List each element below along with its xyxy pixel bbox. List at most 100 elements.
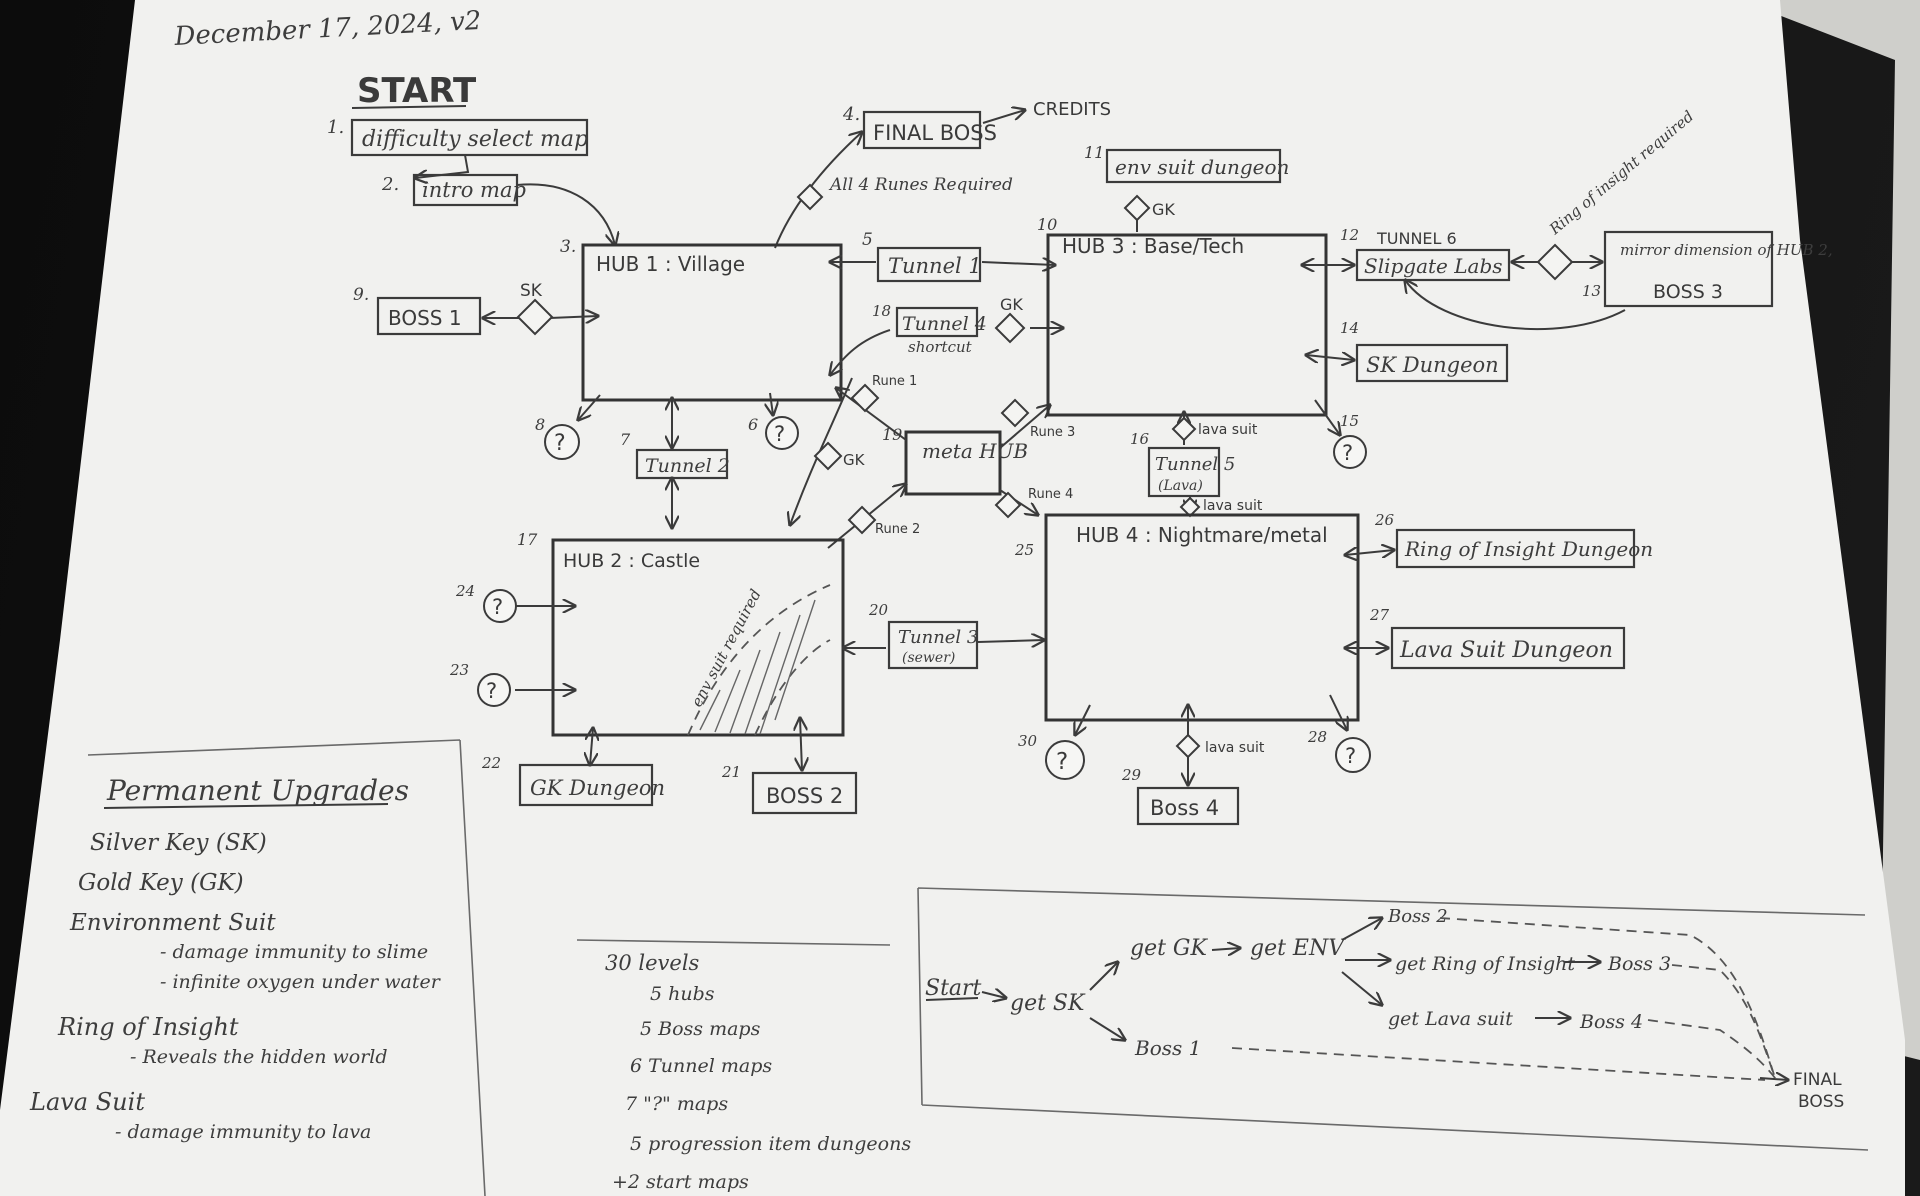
svg-text:HUB 1 : Village: HUB 1 : Village [596,252,745,276]
svg-text:- Reveals the hidden world: - Reveals the hidden world [130,1046,388,1068]
difficulty-select-map: 1. difficulty select map [327,117,588,157]
tunnel-4-label: Tunnel 4 [902,313,987,335]
tunnel3-num: 20 [868,601,889,619]
boss4-num: 29 [1121,766,1142,784]
svg-text:?: ? [1056,749,1068,775]
permanent-upgrades-list: Permanent Upgrades Silver Key (SK) Gold … [29,774,442,1143]
svg-text:10: 10 [1037,215,1057,234]
svg-text:Boss 1: Boss 1 [1134,1036,1201,1060]
svg-text:get Lava suit: get Lava suit [1388,1008,1513,1030]
lava-gate-diamond-top [1171,416,1197,442]
svg-text:25: 25 [1014,541,1034,559]
slipgate-top: TUNNEL 6 [1376,229,1457,248]
boss-1-label: BOSS 1 [388,306,462,330]
svg-text:Silver Key (SK): Silver Key (SK) [90,830,267,856]
tunnel-1-label: Tunnel 1 [888,254,982,278]
tunnel-2-label: Tunnel 2 [645,455,730,477]
lava-suit-dungeon-label: Lava Suit Dungeon [1399,638,1613,663]
slipgate-labs-label: Slipgate Labs [1364,254,1503,278]
secret-6-num: 6 [748,415,758,434]
svg-text:7 "?" maps: 7 "?" maps [625,1093,728,1115]
tunnel-3-map [887,620,979,670]
boss-4-label: Boss 4 [1150,796,1219,820]
sk-dungeon-map [1355,343,1509,383]
secret-15-num: 15 [1340,412,1359,430]
svg-text:Boss 4: Boss 4 [1579,1011,1643,1033]
secret-24-num: 24 [455,582,475,600]
lava-gate-label-boss4: lava suit [1205,740,1265,756]
svg-text:Boss 2: Boss 2 [1387,906,1448,927]
svg-text:+2 start maps: +2 start maps [612,1171,749,1193]
ring-of-insight-dungeon-map [1395,528,1636,569]
rune3-gate-diamond [1000,398,1030,428]
gk-gate-diamond-hub2 [813,441,843,471]
tunnel-3-label: Tunnel 3 [898,627,978,648]
gkdungeon-num: 22 [481,754,501,772]
secret-30-num: 30 [1018,732,1038,750]
lava-gate-diamond-boss4 [1175,733,1201,759]
lava-gate-label-top: lava suit [1198,422,1258,438]
ring-of-insight-dungeon-label: Ring of Insight Dungeon [1404,537,1653,561]
svg-text:FINAL: FINAL [1793,1070,1842,1090]
boss-1-map [376,296,482,336]
tunnel4-num: 18 [872,302,891,320]
secret-23-num: 23 [449,661,469,679]
tunnel-5-sub: (Lava) [1158,478,1203,494]
boss-4-map [1136,786,1240,826]
ringdungeon-num: 26 [1374,511,1395,529]
env-dungeon-num: 11 [1084,143,1104,162]
svg-text:Permanent Upgrades: Permanent Upgrades [106,774,409,807]
svg-text:Start: Start [925,976,982,1001]
start-title: START [357,71,477,111]
gk-dungeon-label: GK Dungeon [530,776,665,800]
tunnel-4-sub: shortcut [908,338,973,356]
tunnel1-num: 5 [862,230,873,250]
meta-num: 19 [882,425,902,444]
rune4-label: Rune 4 [1028,487,1073,502]
svg-text:get GK: get GK [1130,936,1209,961]
svg-text:- damage immunity to lava: - damage immunity to lava [115,1121,371,1143]
gk-gate-label-hub2: GK [843,451,866,469]
svg-text:HUB 2 : Castle: HUB 2 : Castle [563,550,700,572]
rune1-gate-diamond [850,383,880,413]
runes-required-label: All 4 Runes Required [828,175,1013,195]
svg-text:?: ? [1342,441,1353,465]
svg-text:get SK: get SK [1010,991,1086,1016]
hub-2-castle: 17 HUB 2 : Castle [517,530,845,737]
svg-text:intro map: intro map [422,178,526,202]
flow-panel-border [917,887,1869,1151]
progression-flow: Start get SK get GK get ENV Boss 2 get R… [925,906,1844,1112]
svg-text:- infinite oxygen under water: - infinite oxygen under water [160,971,442,993]
edge-final-credits [982,110,1025,124]
intro-map: 2. intro map [381,173,526,207]
svg-text:4.: 4. [842,104,860,125]
skdungeon-num: 14 [1340,319,1359,337]
secret-map-24 [483,589,517,623]
env-suit-dungeon-map [1105,148,1282,184]
svg-text:FINAL BOSS: FINAL BOSS [873,121,997,145]
boss-2-label: BOSS 2 [766,784,843,808]
gk-gate-label-tunnel4: GK [1000,295,1023,314]
svg-text:?: ? [774,422,785,446]
tunnel-2-map [635,448,729,480]
svg-text:?: ? [486,679,497,703]
tunnel-5-label: Tunnel 5 [1155,454,1235,475]
svg-text:6 Tunnel maps: 6 Tunnel maps [630,1055,772,1077]
tunnel2-num: 7 [620,430,631,449]
start-underline [351,105,467,109]
ring-gate-diamond [1536,243,1574,281]
svg-text:1.: 1. [327,117,344,138]
tunnel-3-sub: (sewer) [902,650,955,666]
svg-text:Gold Key (GK): Gold Key (GK) [78,870,244,896]
secret-map-15 [1333,435,1367,469]
boss-3-label: BOSS 3 [1653,281,1723,303]
svg-text:?: ? [1345,744,1356,768]
rune2-gate-diamond [847,505,877,535]
env-suit-dungeon-label: env suit dungeon [1115,155,1289,179]
mirror-label: mirror dimension of HUB 2, [1620,241,1833,259]
svg-text:3.: 3. [560,237,576,257]
tunnel5-num: 16 [1130,430,1150,448]
mirror-num: 13 [1582,282,1601,300]
